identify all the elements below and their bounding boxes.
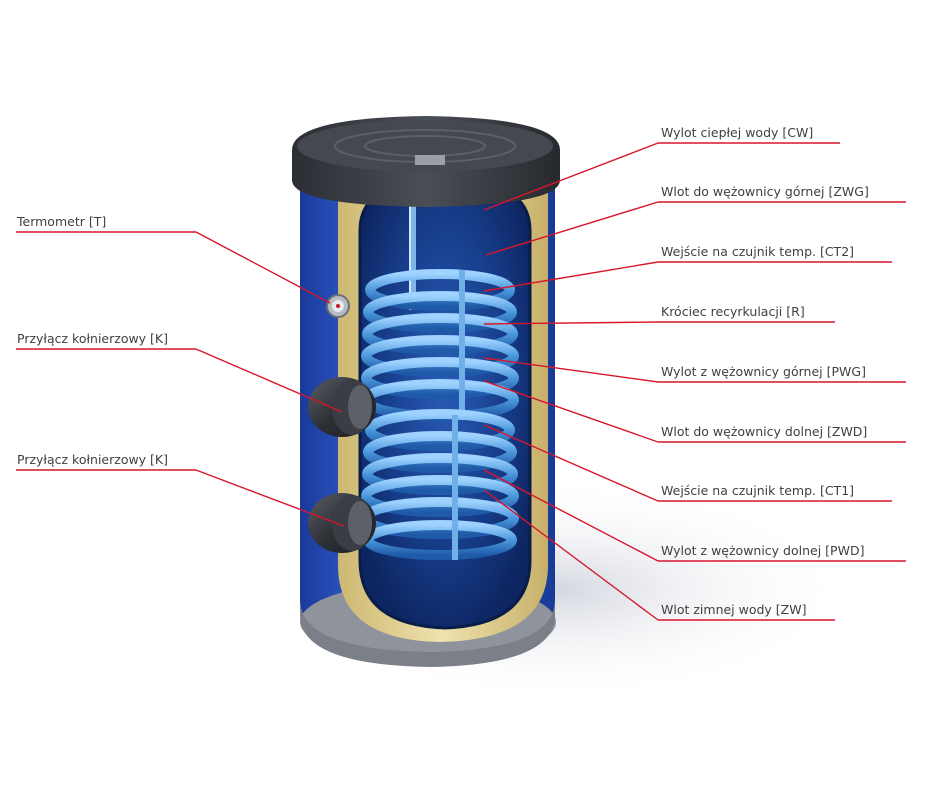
label-text: Termometr [T] bbox=[16, 214, 106, 229]
tank-lid bbox=[292, 116, 560, 207]
label-right-r: Króciec recyrkulacji [R] bbox=[483, 304, 835, 325]
label-text: Wlot do wężownicy dolnej [ZWD] bbox=[661, 424, 867, 439]
label-text: Wejście na czujnik temp. [CT2] bbox=[661, 244, 854, 259]
label-right-ct2: Wejście na czujnik temp. [CT2] bbox=[483, 244, 892, 292]
label-text: Wlot zimnej wody [ZW] bbox=[661, 602, 806, 617]
label-text: Króciec recyrkulacji [R] bbox=[661, 304, 805, 319]
thermometer-gauge bbox=[326, 294, 350, 318]
label-right-cw: Wylot ciepłej wody [CW] bbox=[483, 125, 840, 211]
anode-rod bbox=[409, 180, 416, 310]
label-right-zwd: Wlot do wężownicy dolnej [ZWD] bbox=[483, 380, 906, 443]
label-left-thermometer: Termometr [T] bbox=[16, 214, 331, 304]
lower-heat-exchanger-coil bbox=[361, 409, 519, 560]
label-text: Wylot z wężownicy dolnej [PWD] bbox=[661, 543, 864, 558]
upper-flange-connection bbox=[308, 377, 376, 437]
label-text: Przyłącz kołnierzowy [K] bbox=[17, 452, 168, 467]
label-text: Wlot do wężownicy górnej [ZWG] bbox=[661, 184, 869, 199]
label-right-pwd: Wylot z wężownicy dolnej [PWD] bbox=[483, 469, 906, 562]
label-right-pwg: Wylot z wężownicy górnej [PWG] bbox=[483, 357, 906, 383]
label-right-zwg: Wlot do wężownicy górnej [ZWG] bbox=[485, 184, 906, 256]
label-text: Wylot ciepłej wody [CW] bbox=[661, 125, 813, 140]
label-text: Wejście na czujnik temp. [CT1] bbox=[661, 483, 854, 498]
label-text: Wylot z wężownicy górnej [PWG] bbox=[661, 364, 866, 379]
lower-flange-connection bbox=[308, 493, 376, 553]
label-right-ct1: Wejście na czujnik temp. [CT1] bbox=[483, 424, 892, 502]
label-left-flange-upper: Przyłącz kołnierzowy [K] bbox=[16, 331, 343, 413]
label-right-zw: Wlot zimnej wody [ZW] bbox=[483, 489, 835, 621]
label-text: Przyłącz kołnierzowy [K] bbox=[17, 331, 168, 346]
label-left-flange-lower: Przyłącz kołnierzowy [K] bbox=[16, 452, 345, 527]
